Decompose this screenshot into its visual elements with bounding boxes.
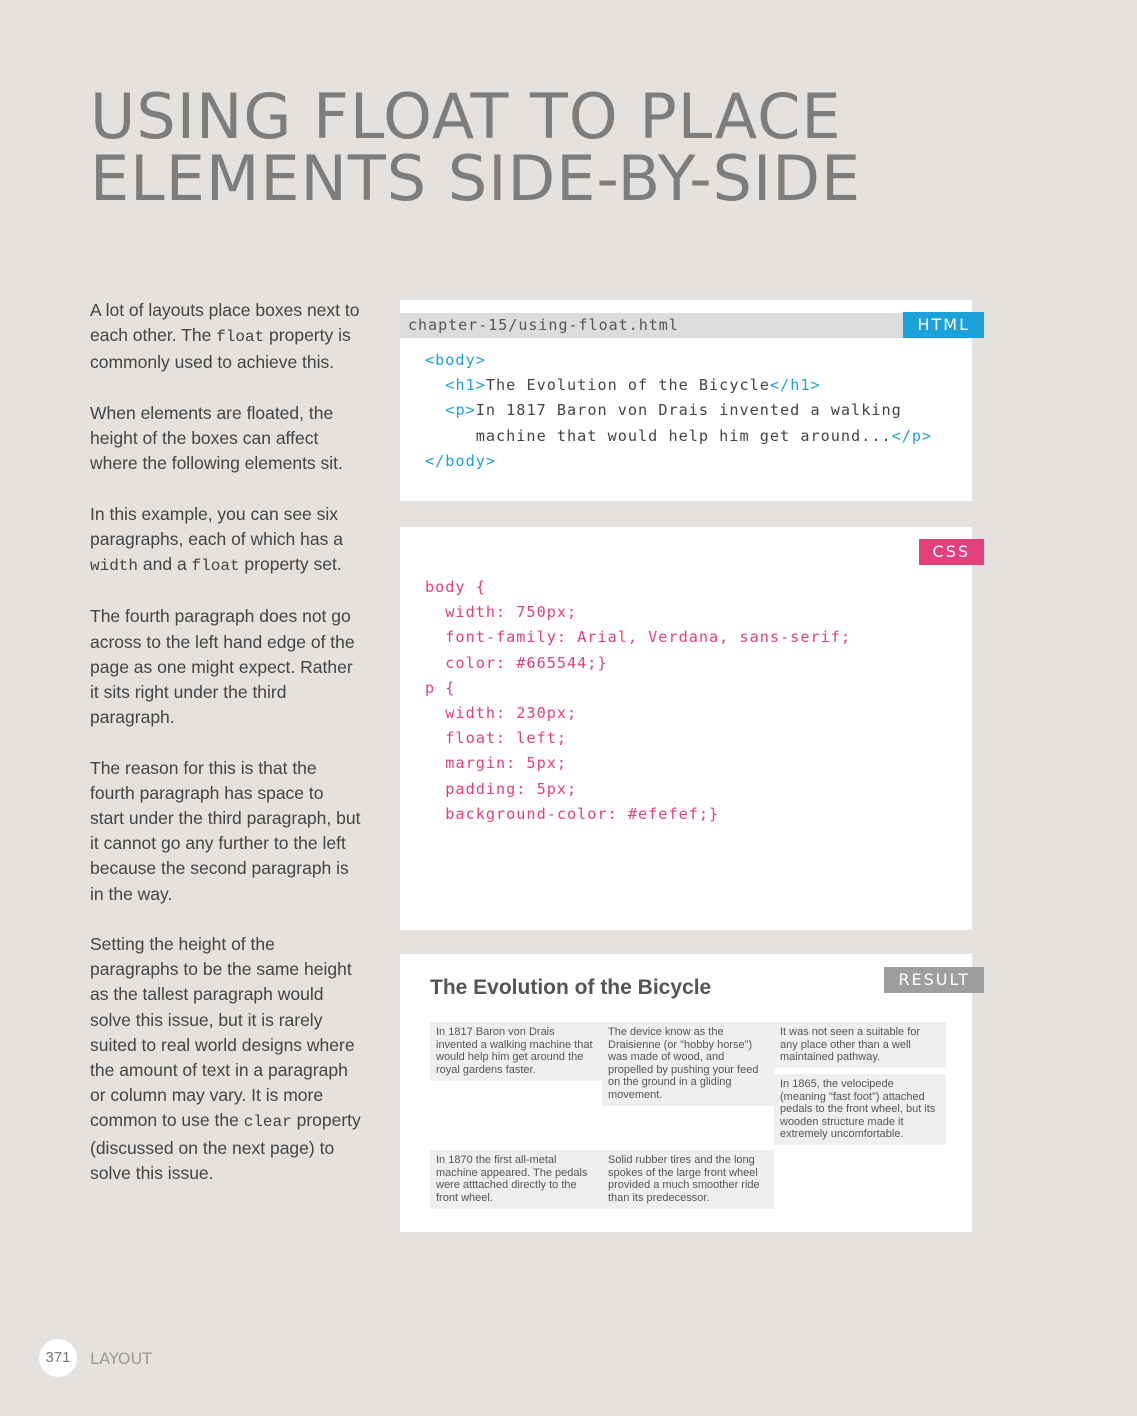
code-clear: clear [243, 1113, 292, 1132]
css-code-panel: CSS body { width: 750px; font-family: Ar… [400, 527, 984, 930]
code-filename: chapter-15/using-float.html [400, 313, 972, 338]
paragraph-3-text-a: In this example, you can see six paragra… [90, 503, 343, 549]
code-h1-open: <h1> [445, 376, 486, 395]
css-line: width: 750px; [425, 603, 578, 622]
css-line: p { [425, 678, 456, 697]
result-panel: RESULT The Evolution of the Bicycle In 1… [400, 954, 984, 1232]
paragraph-3: In this example, you can see six paragra… [90, 502, 362, 580]
html-code-panel: chapter-15/using-float.html HTML <body> … [400, 300, 984, 501]
css-line: color: #665544;} [425, 653, 608, 672]
paragraph-3-text-b: and a [138, 554, 192, 574]
result-heading: The Evolution of the Bicycle [430, 976, 712, 999]
css-code: body { width: 750px; font-family: Arial,… [425, 575, 851, 827]
code-h1-text: The Evolution of the Bicycle [485, 376, 770, 395]
result-paragraph-4: In 1865, the velocipede (meaning "fast f… [774, 1074, 946, 1145]
result-paragraph-1: In 1817 Baron von Drais invented a walki… [430, 1022, 602, 1081]
code-float: float [191, 557, 240, 575]
result-label: RESULT [884, 967, 984, 993]
page-title: USING FLOAT TO PLACE ELEMENTS SIDE-BY-SI… [90, 86, 861, 210]
html-code: <body> <h1>The Evolution of the Bicycle<… [425, 348, 932, 474]
code-h1-close: </h1> [769, 376, 821, 395]
section-name: LAYOUT [90, 1349, 152, 1368]
paragraph-6: Setting the height of the paragraphs to … [90, 932, 362, 1186]
css-line: padding: 5px; [425, 779, 578, 798]
code-width: width [90, 557, 139, 575]
paragraph-3-text-c: property set. [239, 554, 342, 574]
code-body-open: <body> [425, 351, 486, 369]
code-p-open: <p> [445, 401, 476, 420]
paragraph-6-text-a: Setting the height of the paragraphs to … [90, 934, 355, 1131]
result-paragraph-2: The device know as the Draisienne (or "h… [602, 1022, 774, 1106]
css-line: margin: 5px; [425, 754, 568, 773]
css-label: CSS [918, 539, 984, 565]
result-paragraph-6: Solid rubber tires and the long spokes o… [602, 1150, 774, 1209]
paragraph-1-text-a: A lot of layouts place boxes next to eac… [90, 300, 360, 346]
code-p-text-1: In 1817 Baron von Drais invented a walki… [475, 401, 902, 420]
page-number: 371 [39, 1339, 77, 1377]
css-line: background-color: #efefef;} [425, 804, 720, 823]
paragraph-1: A lot of layouts place boxes next to eac… [90, 298, 362, 376]
result-paragraph-5: In 1870 the first all-metal machine appe… [430, 1150, 602, 1209]
code-p-text-2: machine that would help him get around..… [475, 426, 892, 445]
body-text: A lot of layouts place boxes next to eac… [90, 298, 362, 1211]
code-float: float [216, 328, 265, 347]
paragraph-4: The fourth paragraph does not go across … [90, 606, 355, 728]
html-label: HTML [903, 312, 984, 338]
code-p-close: </p> [891, 426, 933, 445]
code-body-close: </body> [425, 451, 497, 470]
css-line: body { [425, 578, 486, 596]
paragraph-6-text-b: property (discussed on the next page) to… [90, 1110, 361, 1183]
page-title-line-1: USING FLOAT TO PLACE [90, 80, 842, 153]
page-title-line-2: ELEMENTS SIDE-BY-SIDE [90, 142, 862, 215]
paragraph-2: When elements are floated, the height of… [90, 402, 343, 474]
css-line: float: left; [425, 729, 568, 748]
css-line: width: 230px; [425, 704, 578, 723]
paragraph-5: The reason for this is that the fourth p… [90, 757, 361, 904]
css-line: font-family: Arial, Verdana, sans-serif; [425, 628, 852, 647]
paragraph-1-text-b: property is commonly used to achieve thi… [90, 325, 351, 373]
result-paragraph-3: It was not seen a suitable for any place… [774, 1022, 946, 1068]
